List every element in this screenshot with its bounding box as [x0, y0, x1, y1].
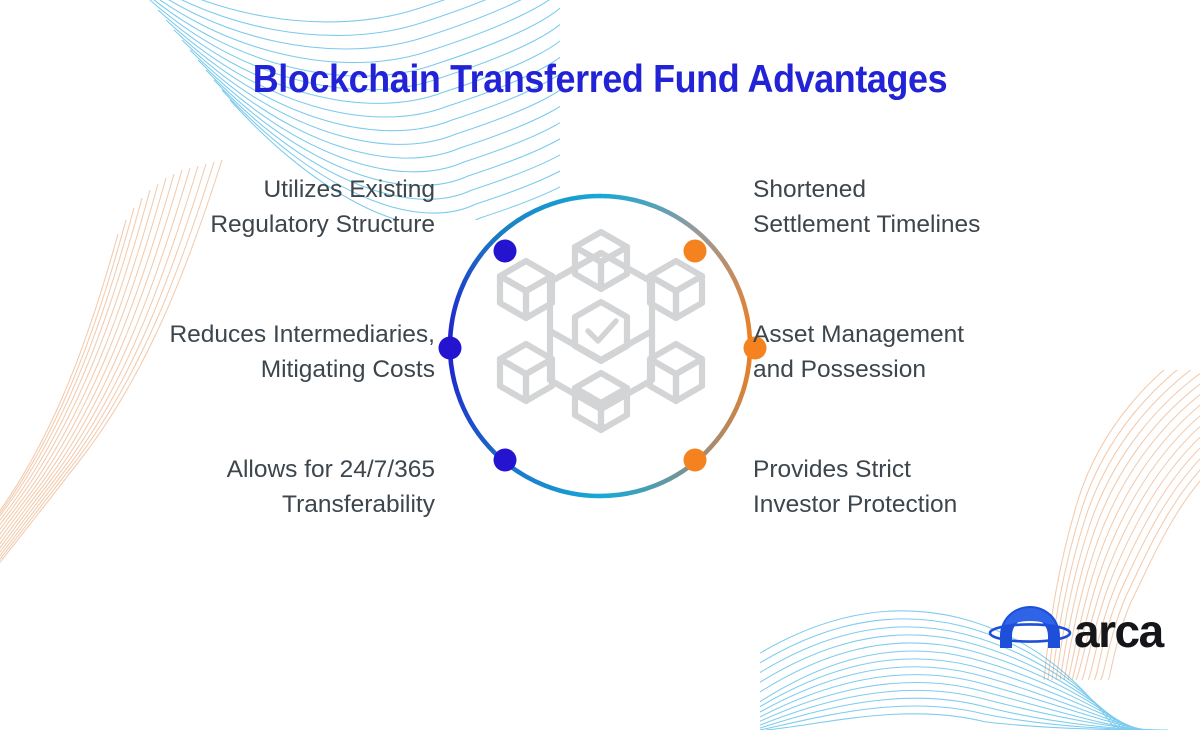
cube-bottom [571, 369, 631, 434]
cube-lower-right [646, 340, 706, 405]
arca-logo-svg: arca [988, 605, 1166, 657]
node-dot-left-bottom[interactable] [493, 448, 517, 472]
page-title: Blockchain Transferred Fund Advantages [252, 58, 948, 101]
node-dot-right-bottom[interactable] [683, 448, 707, 472]
arch-ellipse-icon [988, 606, 1072, 648]
advantage-label-allows-for-24-7-365-transferability: Allows for 24/7/365 Transferability [226, 456, 435, 518]
arca-wordmark: arca [1074, 605, 1165, 656]
node-dot-right-middle[interactable] [743, 336, 767, 360]
arca-logo[interactable]: arca [988, 602, 1184, 661]
center-hexagon [571, 298, 631, 365]
node-dot-left-middle[interactable] [438, 336, 462, 360]
advantage-label-utilizes-existing-regulatory-structure: Utilizes Existing Regulatory Structure [210, 176, 435, 238]
blockchain-network-icon [496, 228, 706, 434]
advantage-label-asset-management-and-possession: Asset Management and Possession [753, 321, 965, 383]
cube-top [571, 228, 631, 293]
check-icon [585, 318, 619, 344]
node-dot-left-top[interactable] [493, 239, 517, 263]
advantages-ring [438, 193, 767, 499]
advantage-label-reduces-intermediaries-mitigating-costs: Reduces Intermediaries, Mitigating Costs [169, 321, 435, 383]
cube-lower-left [496, 340, 556, 405]
advantage-label-shortened-settlement-timelines: Shortened Settlement Timelines [753, 176, 981, 238]
node-dot-right-top[interactable] [683, 239, 707, 263]
advantage-label-provides-strict-investor-protection: Provides Strict Investor Protection [753, 456, 958, 518]
cube-upper-right [646, 257, 706, 322]
cube-upper-left [496, 257, 556, 322]
